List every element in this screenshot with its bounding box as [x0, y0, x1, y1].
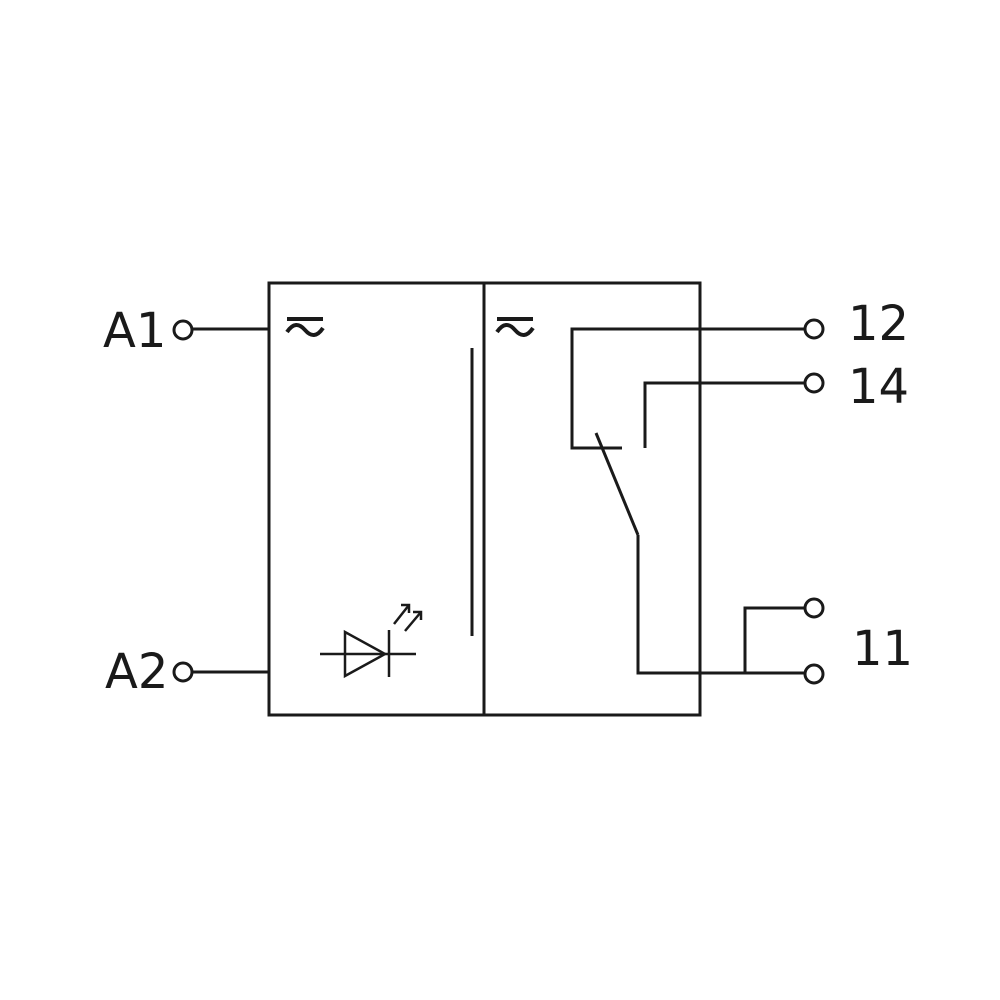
ac-dc-icon [495, 317, 535, 337]
terminal-label-a1: A1 [103, 303, 166, 359]
terminal-label-14: 14 [848, 359, 909, 415]
terminal-11-upper[interactable] [803, 597, 825, 619]
terminal-label-12: 12 [848, 296, 909, 352]
contact-blade [594, 432, 640, 536]
changeover-contact-icon [570, 327, 810, 675]
terminal-12[interactable] [803, 318, 825, 340]
terminal-14[interactable] [803, 372, 825, 394]
led-diode-icon [320, 603, 423, 679]
output-module-box [482, 281, 702, 717]
terminal-label-a2: A2 [105, 644, 168, 700]
wire-11-bridge [743, 606, 810, 673]
terminal-label-11: 11 [852, 621, 913, 677]
wire-12 [570, 327, 810, 450]
terminal-a1[interactable] [172, 319, 194, 341]
terminal-11-lower[interactable] [803, 663, 825, 685]
terminal-a2[interactable] [172, 661, 194, 683]
ac-dc-icon [285, 317, 325, 337]
wire-11 [636, 535, 810, 675]
wire-14 [643, 381, 810, 448]
